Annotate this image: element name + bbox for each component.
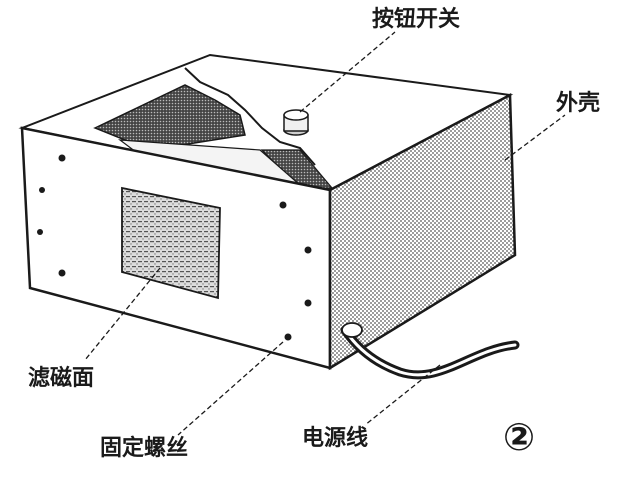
- front-screws: [37, 154, 312, 341]
- screw-icon: [58, 269, 66, 277]
- label-fixing-screws: 固定螺丝: [100, 435, 188, 461]
- leader-screws: [177, 341, 284, 436]
- leader-shell: [504, 114, 566, 161]
- screw-icon: [304, 246, 312, 254]
- box-side-face: [328, 92, 517, 371]
- screw-icon: [39, 187, 45, 193]
- torn-lid-edge: [184, 67, 316, 166]
- screw-icon: [58, 154, 66, 162]
- screw-icon: [304, 299, 312, 307]
- screw-icon: [37, 229, 43, 235]
- button-switch: [283, 109, 309, 136]
- label-power-cord: 电源线: [302, 425, 368, 451]
- leader-panel: [84, 267, 161, 361]
- cord-grommet: [341, 322, 363, 338]
- leader-lines: [84, 31, 566, 436]
- leader-button: [299, 31, 396, 113]
- figure-number: ②: [503, 415, 535, 459]
- label-button-switch: 按钮开关: [372, 6, 460, 32]
- label-filter-panel: 滤磁面: [28, 365, 94, 391]
- power-cord-highlight: [343, 328, 517, 377]
- filter-panel: [121, 186, 221, 300]
- leader-cord: [364, 364, 441, 426]
- screw-icon: [284, 333, 292, 341]
- screw-icon: [279, 201, 287, 209]
- label-outer-shell: 外壳: [556, 90, 600, 116]
